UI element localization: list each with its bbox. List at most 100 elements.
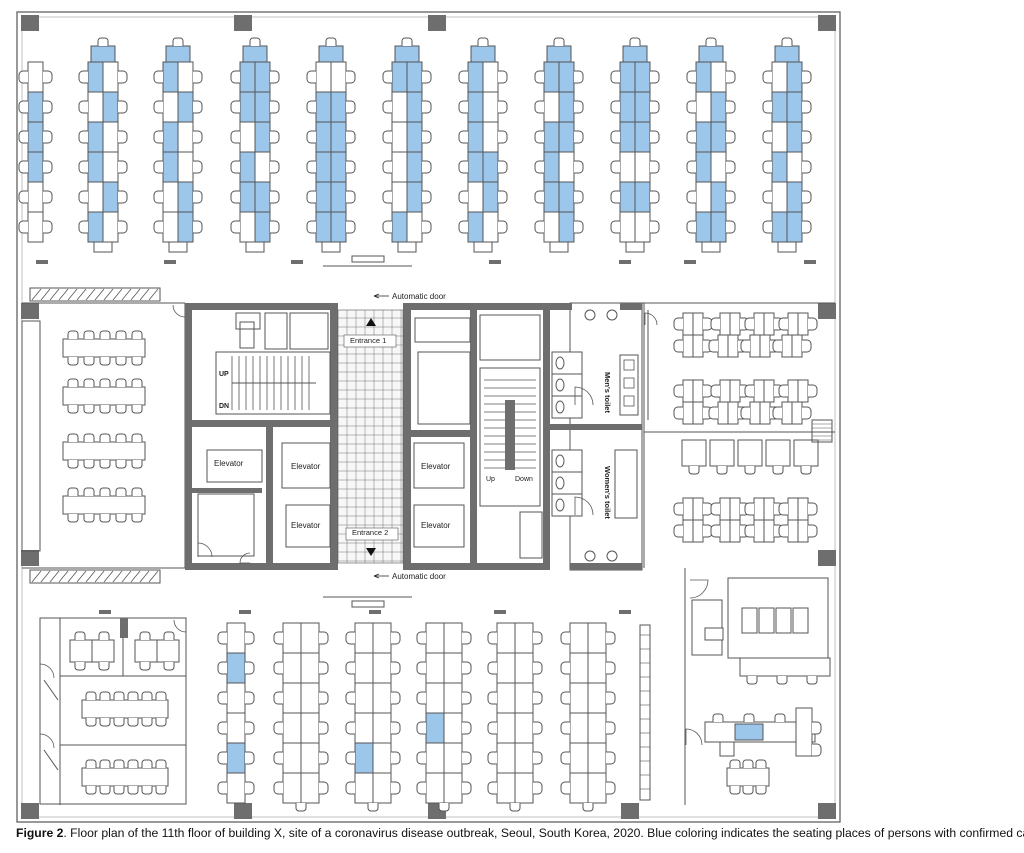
confirmed-desk bbox=[87, 151, 104, 183]
chair bbox=[83, 433, 95, 442]
desk-column bbox=[762, 37, 812, 253]
toilet-block bbox=[569, 302, 643, 571]
confirmed-desk bbox=[87, 211, 104, 243]
chair bbox=[270, 190, 280, 204]
chair bbox=[306, 100, 316, 114]
chair bbox=[606, 721, 616, 735]
desk bbox=[372, 652, 392, 684]
chair bbox=[115, 487, 127, 496]
desk bbox=[315, 61, 332, 93]
hatch-stroke bbox=[94, 288, 105, 301]
chair bbox=[610, 70, 620, 84]
chair bbox=[153, 70, 163, 84]
door-swing bbox=[685, 728, 703, 746]
chair bbox=[534, 100, 544, 114]
chair bbox=[774, 713, 786, 722]
urinal-bank bbox=[619, 354, 639, 416]
chair bbox=[422, 160, 432, 174]
core-wall bbox=[405, 303, 550, 310]
desk bbox=[482, 61, 499, 93]
chair bbox=[18, 130, 28, 144]
utility-room bbox=[417, 351, 471, 425]
desk bbox=[443, 742, 463, 774]
chair bbox=[772, 406, 782, 420]
confirmed-desk bbox=[177, 181, 194, 213]
chair bbox=[345, 631, 355, 645]
chair bbox=[534, 160, 544, 174]
confirmed-desk bbox=[695, 61, 712, 93]
chair bbox=[462, 781, 472, 795]
chair bbox=[458, 100, 468, 114]
chair bbox=[498, 220, 508, 234]
hatch-stroke bbox=[112, 570, 123, 583]
chair bbox=[345, 751, 355, 765]
chair bbox=[230, 130, 240, 144]
chair bbox=[113, 691, 125, 700]
chair bbox=[802, 70, 812, 84]
desk bbox=[763, 497, 775, 521]
utility-room bbox=[479, 314, 541, 361]
confirmed-desk bbox=[695, 211, 712, 243]
confirmed-desk bbox=[619, 181, 636, 213]
confirmed-desk bbox=[786, 211, 803, 243]
hatch-stroke bbox=[76, 288, 87, 301]
chair bbox=[67, 433, 79, 442]
chair bbox=[85, 718, 97, 727]
chair bbox=[85, 759, 97, 768]
desk bbox=[797, 519, 809, 543]
desk bbox=[729, 497, 741, 521]
desk bbox=[753, 519, 765, 543]
conference-table bbox=[81, 699, 169, 719]
chair bbox=[131, 378, 143, 387]
chair bbox=[802, 100, 812, 114]
desk bbox=[759, 334, 771, 358]
chair bbox=[458, 160, 468, 174]
confirmed-desk bbox=[771, 151, 788, 183]
chair bbox=[382, 70, 392, 84]
confirmed-desk bbox=[239, 151, 256, 183]
elevator-label-4: Elevator bbox=[291, 521, 321, 530]
desk bbox=[514, 682, 534, 714]
chair bbox=[67, 514, 79, 523]
desk bbox=[514, 622, 534, 654]
pedestal bbox=[719, 741, 735, 757]
end-desk bbox=[165, 45, 191, 63]
chair bbox=[99, 514, 111, 523]
chair bbox=[193, 100, 203, 114]
confirmed-desk bbox=[558, 91, 575, 123]
confirmed-desk bbox=[634, 121, 651, 153]
elevator-car bbox=[413, 442, 465, 489]
desk bbox=[425, 772, 445, 804]
core-wall bbox=[620, 303, 642, 310]
chair bbox=[115, 378, 127, 387]
hatch-stroke bbox=[121, 570, 132, 583]
chair bbox=[273, 721, 283, 735]
chair bbox=[686, 160, 696, 174]
elevator-label-5: Elevator bbox=[421, 521, 451, 530]
stair-frame bbox=[215, 351, 331, 415]
chair bbox=[217, 721, 227, 735]
toilet-bowl bbox=[555, 476, 565, 490]
desk-extension bbox=[321, 241, 341, 253]
desk bbox=[443, 652, 463, 684]
hatch-stroke bbox=[40, 570, 51, 583]
hatch-stroke bbox=[85, 570, 96, 583]
desk-column bbox=[153, 37, 203, 253]
chair bbox=[688, 466, 700, 475]
confirmed-desk bbox=[710, 91, 727, 123]
chair bbox=[155, 691, 167, 700]
desk bbox=[239, 211, 256, 243]
chair bbox=[306, 160, 316, 174]
hatch-stroke bbox=[139, 288, 150, 301]
door-swing bbox=[644, 312, 658, 326]
chair bbox=[812, 743, 822, 757]
automatic-door-label-bottom: Automatic door bbox=[392, 572, 446, 581]
chair bbox=[650, 190, 660, 204]
desk bbox=[717, 401, 729, 425]
confirmed-desk bbox=[467, 121, 484, 153]
chair bbox=[686, 220, 696, 234]
elevator-car bbox=[285, 504, 331, 548]
desk bbox=[781, 401, 793, 425]
building-structure bbox=[16, 11, 841, 823]
confirmed-desk bbox=[330, 211, 347, 243]
